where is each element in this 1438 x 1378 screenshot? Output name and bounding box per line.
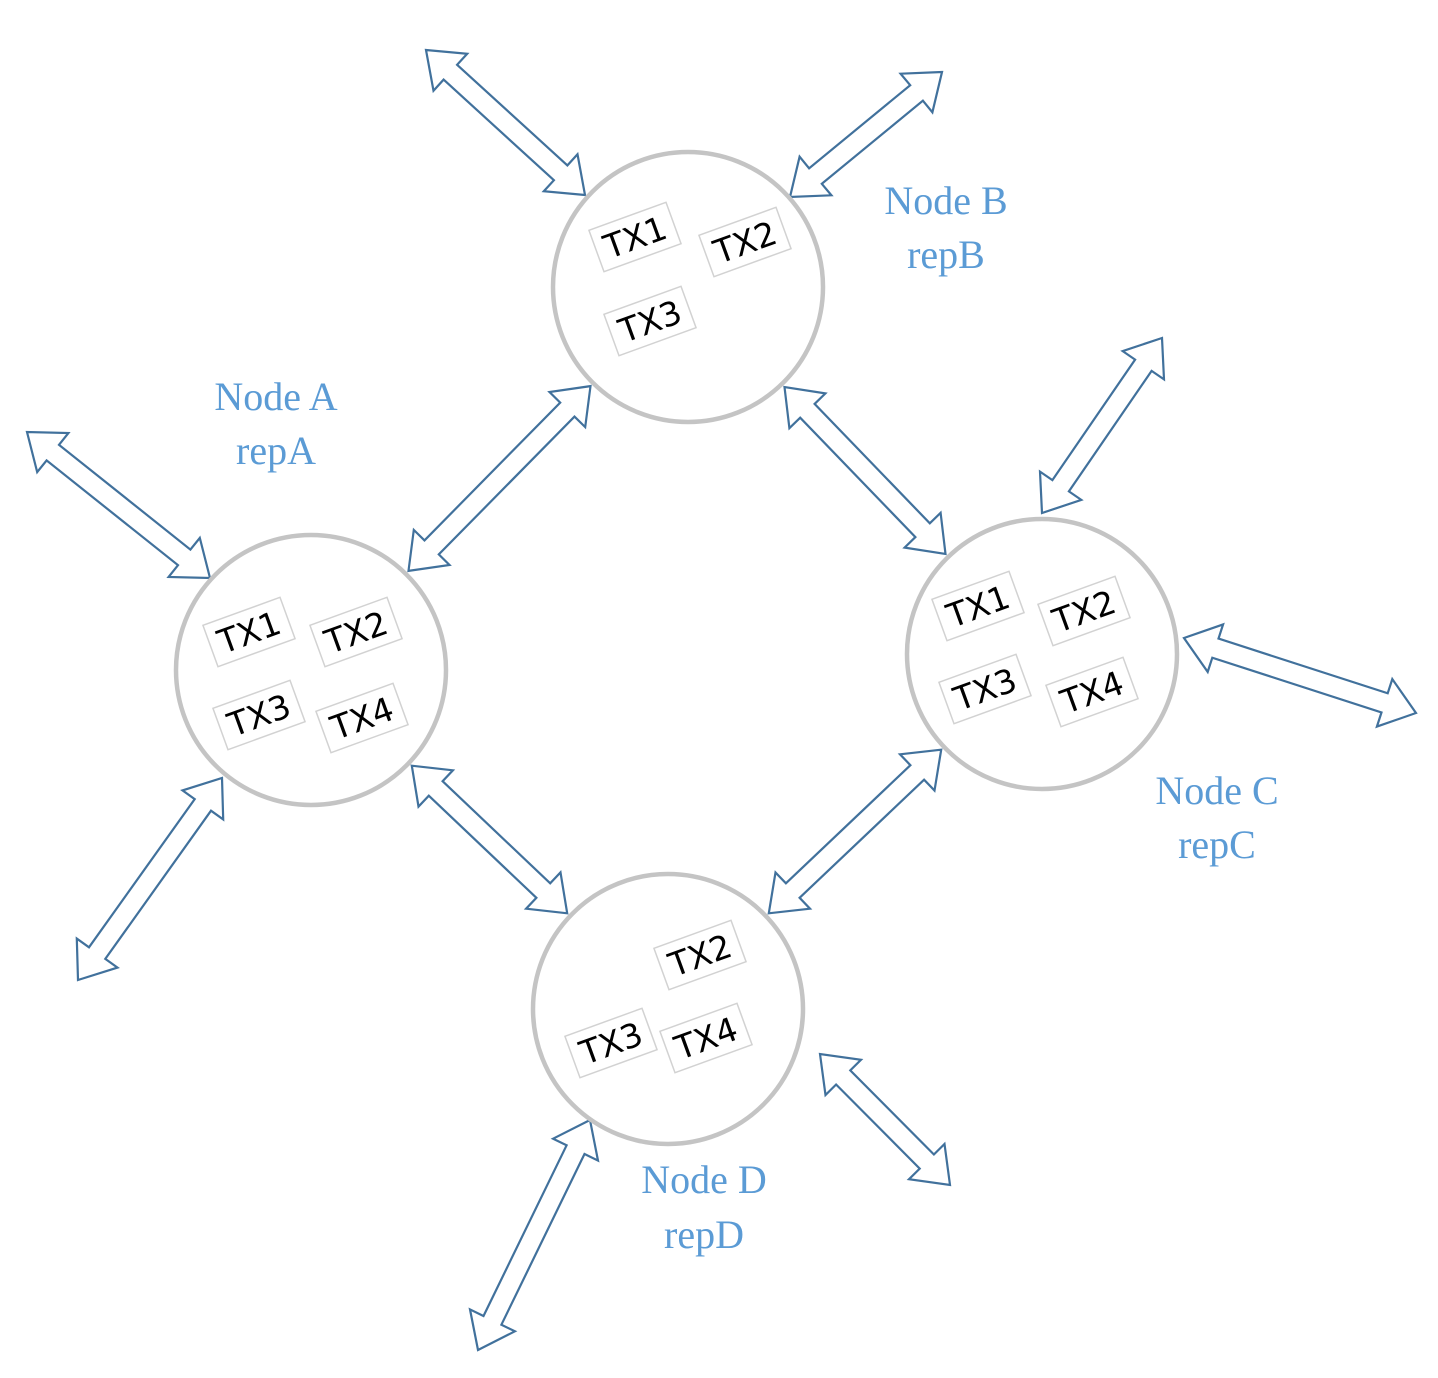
node-circle: [173, 532, 449, 808]
tx-box-tx2: TX2: [652, 919, 748, 991]
external-arrow-c-2: [1182, 622, 1418, 729]
tx-box-border: [1036, 575, 1132, 647]
tx-box-border: [697, 206, 793, 278]
link-arrow-a-b: [407, 384, 592, 573]
external-arrow-d-1: [818, 1052, 952, 1187]
node-name-label: Node A: [214, 374, 337, 419]
link-arrow-b-c: [783, 385, 947, 556]
tx-box-tx2: TX2: [308, 596, 404, 668]
node-name-label: Node B: [884, 178, 1007, 223]
node-name-label: Node D: [641, 1157, 767, 1202]
tx-box-border: [211, 679, 307, 751]
tx-box-border: [308, 596, 404, 668]
tx-box-border: [563, 1007, 659, 1079]
node-rep-label: repB: [907, 232, 985, 277]
tx-box-border: [314, 682, 410, 754]
node-circle: [530, 871, 806, 1147]
tx-box-border: [658, 1002, 754, 1074]
tx-box-border: [652, 919, 748, 991]
node-name-label: Node C: [1155, 768, 1278, 813]
tx-box-border: [201, 596, 297, 668]
tx-box-tx2: TX2: [697, 206, 793, 278]
node-circle: [904, 516, 1180, 792]
node-circle: [550, 149, 826, 425]
tx-box-border: [930, 570, 1026, 642]
link-arrow-d-a: [410, 764, 569, 915]
link-arrow-c-d: [767, 748, 943, 915]
external-arrow-a-1: [25, 430, 212, 580]
tx-box-border: [1044, 656, 1140, 728]
arrows-layer: [25, 48, 1418, 1352]
tx-box-border: [587, 201, 683, 273]
labels-layer: Node A repA Node B repB Node C repC Node D repD: [214, 178, 1278, 1257]
node-rep-label: repD: [664, 1212, 744, 1257]
node-rep-label: repA: [236, 428, 316, 473]
tx-box-border: [602, 285, 698, 357]
external-arrow-a-2: [75, 776, 225, 982]
node-rep-label: repC: [1178, 822, 1256, 867]
tx-box-border: [937, 653, 1033, 725]
external-arrow-d-2: [468, 1118, 600, 1352]
external-arrow-c-1: [1038, 336, 1166, 515]
external-arrow-b-1: [424, 48, 587, 197]
